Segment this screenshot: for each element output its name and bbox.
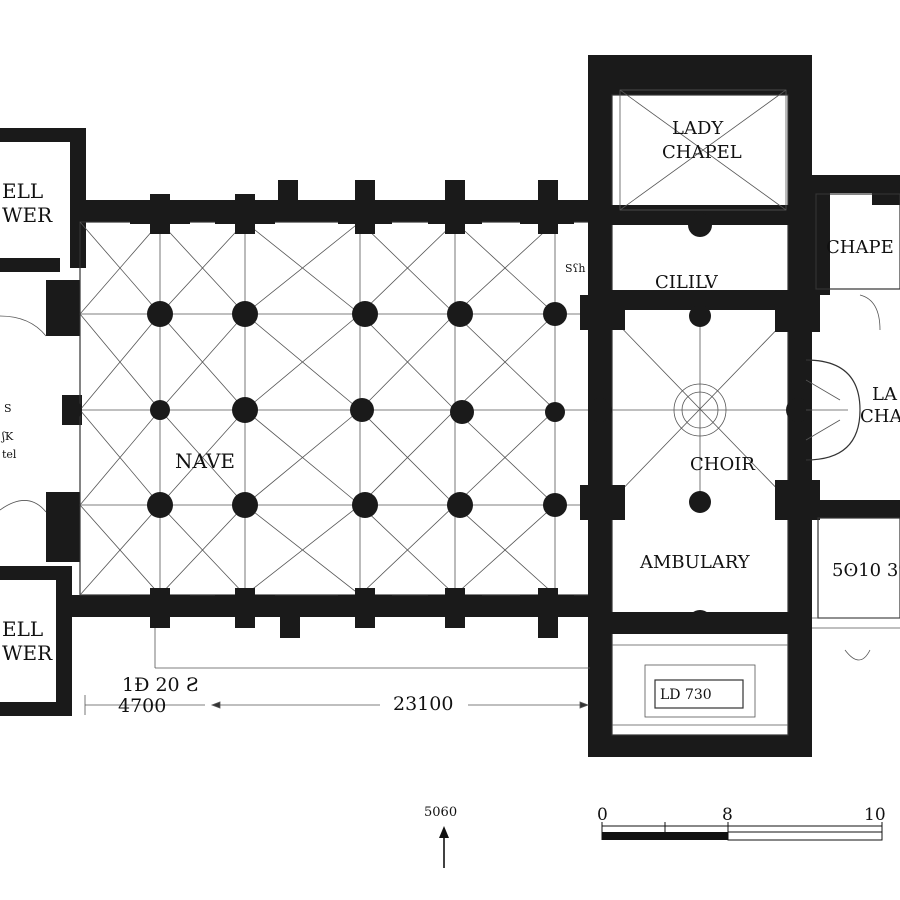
right-room-bottom — [812, 500, 900, 661]
bell-tower-top-label-1: ELL — [2, 179, 43, 203]
cililv-room — [588, 213, 812, 310]
lady-chapel-label-2: CHAPEL — [662, 142, 742, 163]
choir-piers — [580, 290, 820, 520]
nave-walls — [70, 200, 600, 617]
bell-tower-bottom-label-1: ELL — [2, 617, 43, 641]
dim-left-bottom: 4700 — [118, 695, 166, 717]
lady-chapel-label-1: LADY — [672, 118, 724, 139]
nave-buttresses-top — [130, 180, 574, 234]
west-facade: S ʃK tel — [0, 280, 82, 562]
scale-bar: 0 8 10 — [597, 805, 886, 841]
vault-box-label: LD 730 — [660, 687, 712, 703]
choir-label: CHOIR — [690, 454, 755, 475]
dim-span: 23100 — [393, 693, 453, 715]
nave-label: NAVE — [175, 449, 235, 473]
ambulary-label: AMBULARY — [639, 552, 751, 573]
scale-tick-10: 10 — [864, 805, 886, 825]
north-arrow-label: 5060 — [424, 805, 457, 820]
bell-tower-bottom-label-2: WER — [2, 641, 53, 665]
choir-vault — [611, 317, 789, 501]
right-chapel-mid — [805, 359, 861, 461]
chapel-mid-right-label-2: CHA — [860, 406, 900, 427]
bell-tower-top: ELL WER — [0, 128, 86, 272]
lady-chapel-vault — [619, 89, 787, 211]
left-mark-3: tel — [2, 448, 17, 461]
cililv-label: CILILV — [655, 272, 719, 293]
bell-tower-bottom: ELL WER — [0, 566, 72, 716]
bell-tower-top-label-2: WER — [2, 203, 53, 227]
nave-piers — [62, 301, 567, 518]
room-right-value: 5ʘ10 390 — [832, 560, 900, 581]
small-mark: Sʕh — [565, 262, 586, 275]
nave-buttresses-bottom — [130, 588, 574, 638]
left-mark-1: S — [4, 402, 12, 415]
scale-tick-0: 0 — [597, 805, 608, 825]
chapel-right-label: CHAPE — [826, 237, 894, 258]
north-arrow: 5060 — [424, 805, 457, 868]
dimension-lines — [84, 628, 590, 715]
left-mark-2: ʃK — [0, 430, 14, 443]
right-chapel-top — [812, 175, 900, 331]
dim-left-top: 1Ð 20 Ƨ — [122, 674, 199, 696]
scale-tick-8: 8 — [722, 805, 733, 825]
chapel-mid-right-label-1: LA — [872, 384, 898, 405]
bottom-chamber — [612, 644, 788, 726]
